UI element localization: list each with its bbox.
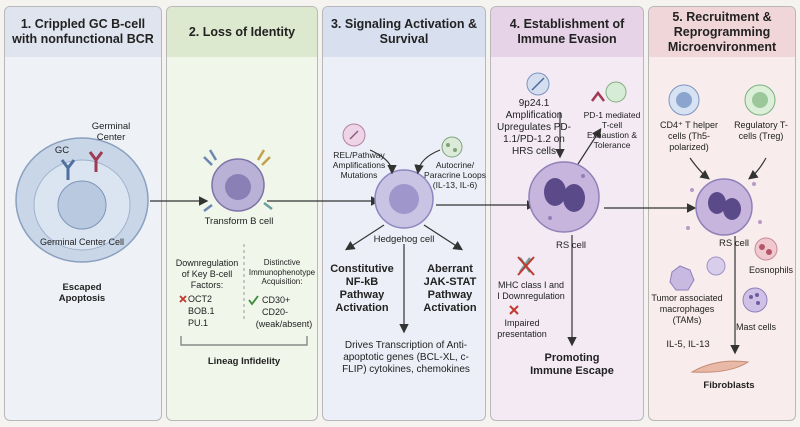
cross-icon [179,295,187,303]
bcr-receptor-icon [60,151,104,180]
mast-cell-icon [742,287,768,313]
amplification-label: 9p24.1 Amplification Upregulates PD-1.1/… [497,98,571,157]
panel-title: 5. Recruitment & Reprogramming Microenvi… [649,7,795,57]
il-label: IL-5, IL-13 [666,339,710,350]
fibroblast-icon [690,360,750,373]
lineage-infidelity-label: Lineag Infidelity [207,356,281,367]
impaired-label: Impaired presentation [497,318,547,339]
escaped-apoptosis-label: Escaped Apoptosis [58,282,106,304]
germinal-center-label: Germinal Center [91,121,131,143]
rs-cell-icon [528,161,600,233]
cd20-item: CD20- [262,307,289,317]
nfkb-label: Constitutive NF-kB Pathway Activation [330,263,394,314]
transform-b-cell-icon [203,149,273,212]
cd20-note: (weak/absent) [255,319,313,329]
rel-pathway-label: REL/Pathway Amplifications Mutations [332,150,386,180]
rel-pathway-icon [342,123,366,147]
hedgehog-cell-icon [374,169,434,229]
mhc-label: MHC class I and I Downregulation [497,280,565,301]
tam-label: Tumor associated macrophages (TAMs) [651,293,723,325]
panel-microenvironment: 5. Recruitment & Reprogramming Microenvi… [648,6,796,421]
drives-transcription-label: Drives Transcription of Anti-apoptotic g… [342,340,470,375]
mast-cells-label: Mast cells [735,322,776,332]
pd1-receptor-icon [591,81,627,103]
transform-b-cell-label: Transform B cell [204,216,274,227]
check-icon [248,295,259,306]
cd4-t-cell-icon [668,84,700,116]
panel-immune-evasion: 4. Establishment of Immune Evasion [490,6,644,421]
panel-loss-of-identity: 2. Loss of Identity [166,6,318,421]
panel-title: 4. Establishment of Immune Evasion [491,7,643,57]
fibroblasts-label: Fibroblasts [703,380,755,391]
jak-stat-label: Aberrant JAK-STAT Pathway Activation [423,263,477,314]
small-cell-icon [706,256,726,276]
immunophenotype-title: Distinctive Immunophenotype Acquisition: [248,258,316,286]
panel-title: 2. Loss of Identity [167,7,317,57]
pu1-item: PU.1 [188,318,209,328]
promoting-escape-label: Promoting Immune Escape [530,352,614,377]
panel-title: 3. Signaling Activation & Survival [323,7,485,57]
cross-icon [509,305,519,315]
autocrine-loop-icon [441,136,463,158]
treg-label: Regulatory T-cells (Treg) [734,120,788,141]
tam-macrophage-icon [669,265,695,291]
rs-cell-label: RS cell [718,238,750,249]
downregulation-title: Downregulation of Key B-cell Factors: [175,258,239,290]
rs-cell-label: RS cell [555,240,587,251]
bob1-item: BOB.1 [188,306,215,316]
cd4-label: CD4⁺ T helper cells (Th5-polarized) [660,120,718,152]
eosinophil-icon [754,237,778,261]
gc-label: GC [54,145,70,156]
autocrine-label: Autocrine/ Paracrine Loops (IL-13, IL-6) [424,160,486,190]
panel-title: 1. Crippled GC B-cell with nonfunctional… [5,7,161,57]
germinal-center-illustration [15,137,149,263]
cd30-item: CD30+ [262,295,291,305]
mhc-icon [517,256,535,276]
pd1-label: PD-1 mediated T-cell Exhaustion & Tolera… [583,110,641,150]
hedgehog-cell-label: Hedgehog cell [373,234,435,245]
treg-cell-icon [744,84,776,116]
germinal-center-cell-label: Germinal Center Cell [39,237,125,247]
oct2-item: OCT2 [188,294,213,304]
eosinophils-label: Eosnophils [748,265,794,275]
rs-cell-icon [686,178,762,236]
amplification-icon [526,72,550,96]
